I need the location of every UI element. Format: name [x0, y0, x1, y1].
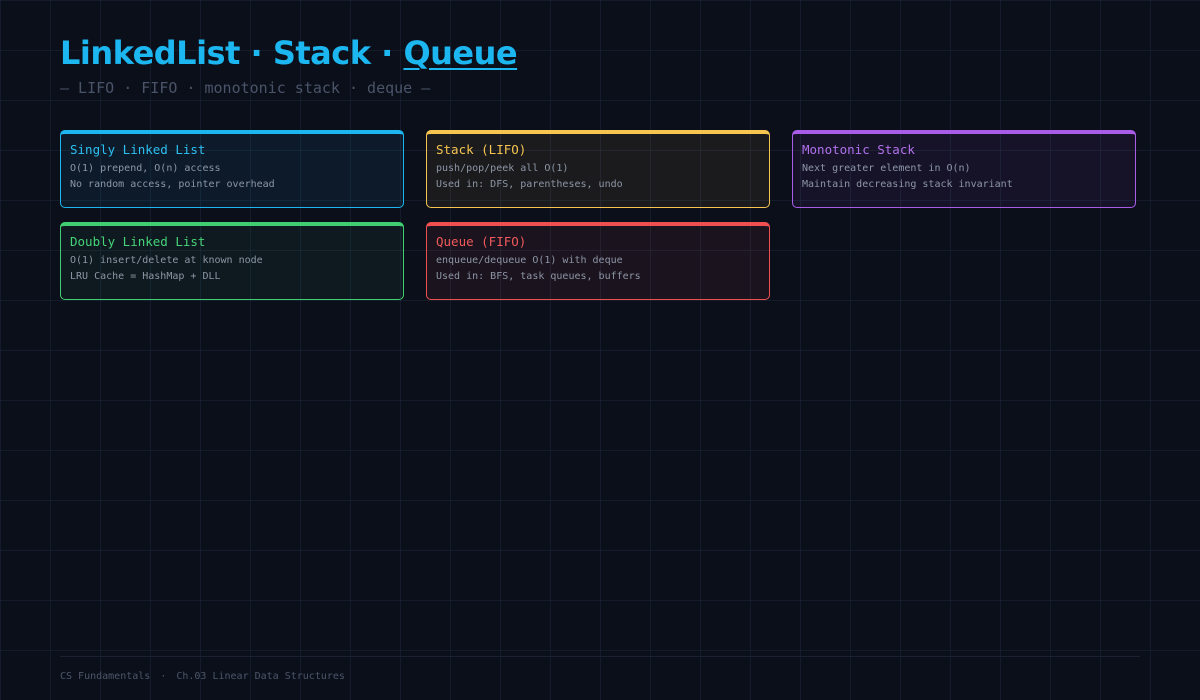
- card-line: push/pop/peek all O(1): [436, 163, 569, 174]
- footer-chapter: Ch.03 Linear Data Structures: [176, 671, 345, 682]
- title-separator: ·: [381, 34, 393, 72]
- title-part-stack: Stack: [272, 34, 371, 72]
- card-singly-linked-list: Singly Linked List O(1) prepend, O(n) ac…: [60, 130, 404, 208]
- card-line: Maintain decreasing stack invariant: [802, 179, 1013, 190]
- card-line: No random access, pointer overhead: [70, 179, 275, 190]
- card-line: O(1) prepend, O(n) access: [70, 163, 221, 174]
- card-monotonic-stack: Monotonic Stack Next greater element in …: [792, 130, 1136, 208]
- footer-separator: ·: [160, 671, 167, 682]
- card-title: Monotonic Stack: [802, 142, 915, 157]
- card-title: Doubly Linked List: [70, 234, 206, 249]
- footer-course: CS Fundamentals: [60, 671, 151, 682]
- title-separator: ·: [250, 34, 263, 72]
- page-subtitle: — LIFO · FIFO · monotonic stack · deque …: [60, 79, 431, 97]
- card-title: Singly Linked List: [70, 142, 206, 157]
- card-stack: Stack (LIFO) push/pop/peek all O(1) Used…: [426, 130, 770, 208]
- card-line: O(1) insert/delete at known node: [70, 255, 263, 266]
- footer-divider: [60, 656, 1140, 657]
- card-queue: Queue (FIFO) enqueue/dequeue O(1) with d…: [426, 222, 770, 300]
- card-line: Next greater element in O(n): [802, 163, 971, 174]
- card-title: Stack (LIFO): [436, 142, 527, 157]
- title-part-queue: Queue: [403, 34, 518, 72]
- card-doubly-linked-list: Doubly Linked List O(1) insert/delete at…: [60, 222, 404, 300]
- footer: CS Fundamentals · Ch.03 Linear Data Struct…: [60, 671, 345, 682]
- title-part-linkedlist: LinkedList: [60, 34, 240, 72]
- card-title: Queue (FIFO): [436, 234, 527, 249]
- card-line: Used in: DFS, parentheses, undo: [436, 179, 623, 190]
- card-line: Used in: BFS, task queues, buffers: [436, 271, 641, 282]
- card-line: enqueue/dequeue O(1) with deque: [436, 255, 623, 266]
- card-line: LRU Cache = HashMap + DLL: [70, 271, 221, 282]
- page-title: LinkedList · Stack · Queue: [60, 34, 518, 72]
